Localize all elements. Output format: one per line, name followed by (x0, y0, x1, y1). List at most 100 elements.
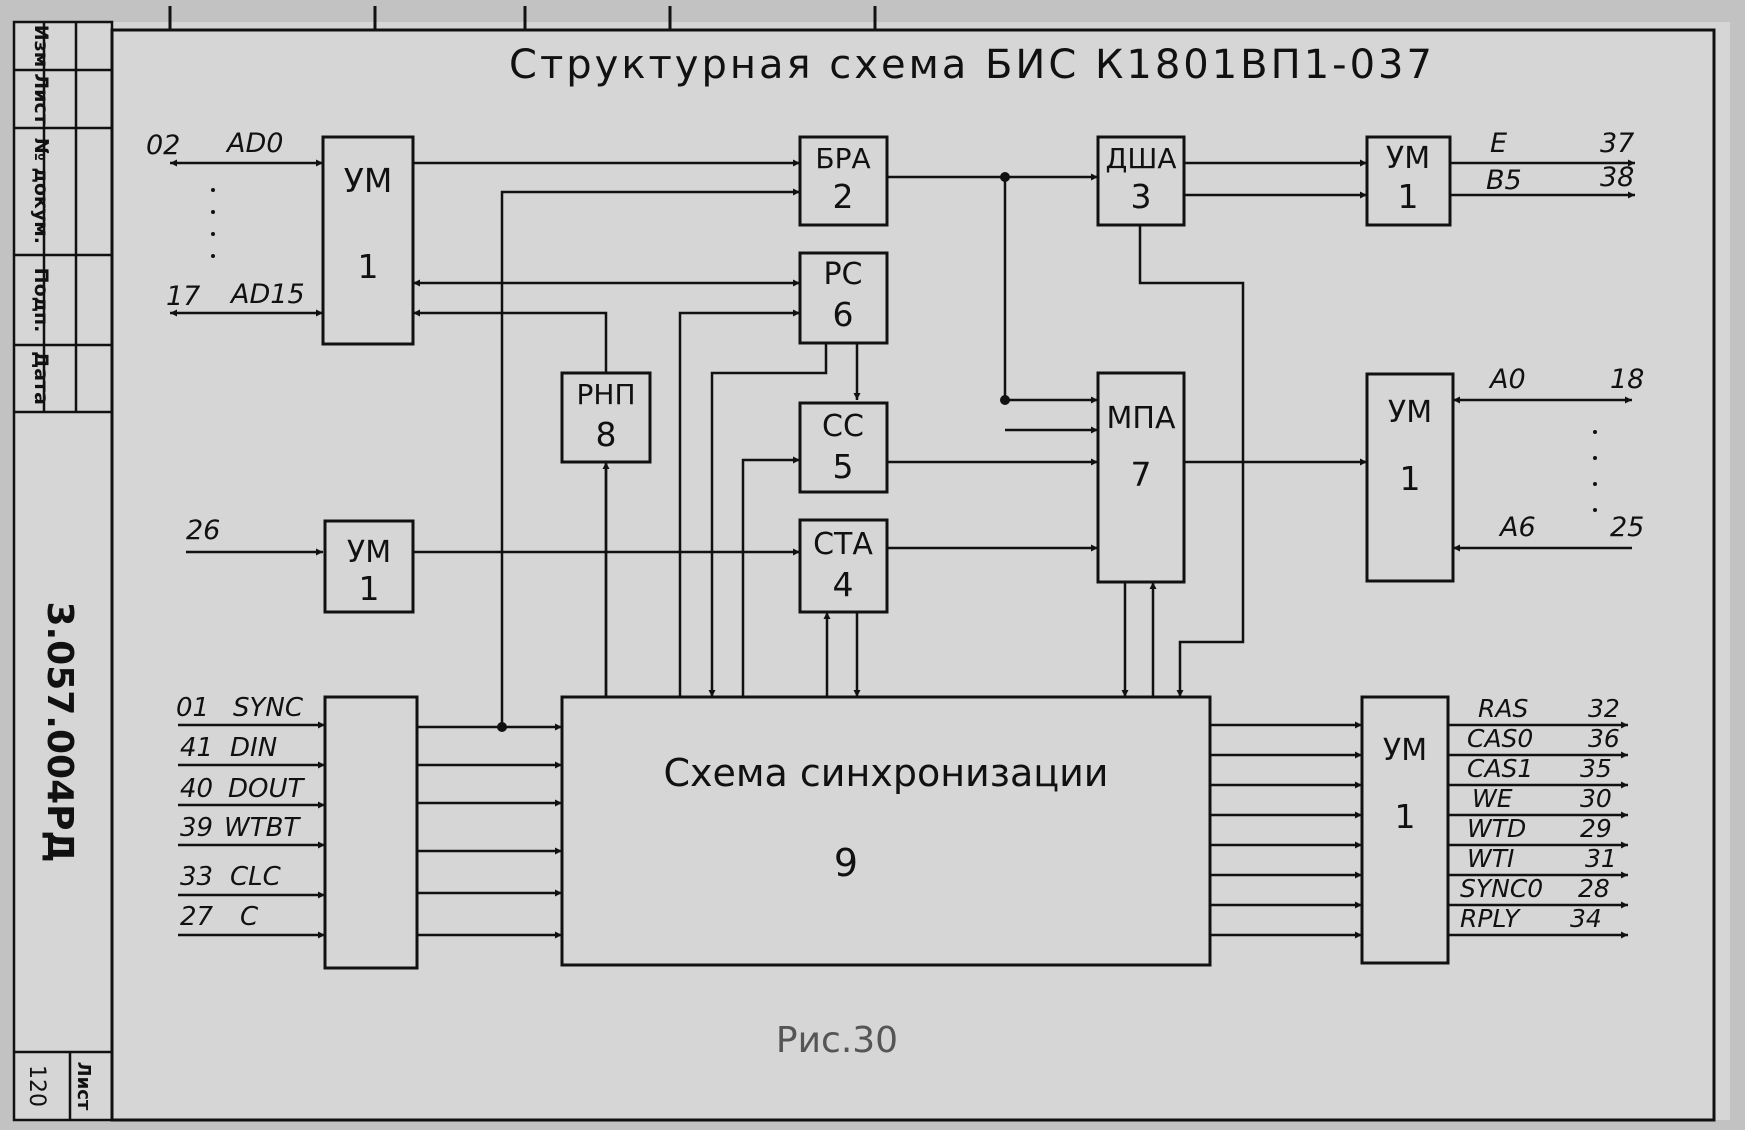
stamp-col-date: Дата (30, 351, 52, 405)
pin-37-label: 37 (1600, 128, 1634, 159)
signal-labels: 02 AD0 17 AD15 E 37 B5 38 A0 18 A6 25 26 (146, 128, 1644, 546)
ctrl-out-name: CAS0 (1467, 724, 1533, 753)
diagram-title: Структурная схема БИС К1801ВП1-037 (509, 42, 1435, 88)
ctrl-in-pin: 01 (176, 693, 209, 723)
pin-17-label: 17 (166, 281, 200, 312)
ctrl-in-name: C (240, 902, 259, 932)
ctrl-out-name: WTI (1467, 844, 1514, 873)
sync-name: Схема синхронизации (663, 751, 1108, 795)
block-bra (798, 135, 889, 227)
document-number: 3.057.004РД (39, 601, 80, 862)
mpa-name: МПА (1107, 401, 1176, 436)
ctrl-out-pin: 30 (1580, 784, 1612, 813)
title-stamp (12, 20, 114, 1122)
rnp-name: РНП (577, 378, 636, 411)
ctrl-out-pin: 28 (1578, 874, 1610, 903)
dsha-num: 3 (1131, 177, 1152, 216)
ad0-label: AD0 (225, 128, 283, 159)
block-sync (560, 695, 1212, 967)
ctrl-out-name: WE (1472, 784, 1513, 813)
blocks (321, 135, 1455, 970)
block-sta (798, 518, 889, 614)
rs-num: 6 (833, 295, 854, 334)
block-mpa (1096, 371, 1186, 584)
ad15-label: AD15 (229, 279, 305, 310)
um-a-num: 1 (1400, 459, 1421, 498)
ctrl-out-pin: 29 (1580, 814, 1612, 843)
dsha-name: ДША (1106, 142, 1177, 175)
stamp-col-list: Лист (30, 73, 52, 124)
ctrl-out-pin: 31 (1585, 844, 1617, 873)
pin-18-label: 18 (1610, 364, 1644, 395)
ctrl-in-pin: 33 (180, 862, 213, 892)
block-um-output (1360, 695, 1450, 965)
ctrl-out-pin: 35 (1580, 754, 1612, 783)
block-um-e (1365, 135, 1452, 227)
um-e-name: УМ (1386, 141, 1430, 176)
block-um-address (321, 135, 415, 346)
pin-02-label: 02 (146, 130, 180, 161)
pin-38-label: 38 (1600, 162, 1634, 193)
stamp-col-izm: Изм (30, 25, 52, 67)
ctrl-in-pin: 41 (180, 733, 213, 763)
ctrl-in-name: WTBT (224, 813, 301, 843)
mpa-num: 7 (1131, 455, 1152, 494)
a6-label: A6 (1498, 512, 1536, 543)
rs-name: РС (823, 257, 862, 292)
wires (170, 159, 1635, 939)
ctrl-in-name: SYNC (233, 693, 304, 723)
control-input-labels: 01 SYNC 41 DIN 40 DOUT 39 WTBT 33 CLC 27… (176, 693, 306, 932)
ctrl-out-name: RPLY (1460, 904, 1521, 933)
um-a-name: УМ (1388, 395, 1432, 430)
stamp-col-doc: № докум. (30, 138, 52, 244)
ctrl-in-pin: 27 (180, 902, 214, 932)
ctrl-out-pin: 36 (1588, 724, 1620, 753)
stamp-column-labels: Изм Лист № докум. Подп. Дата (30, 25, 52, 405)
um-e-num: 1 (1398, 177, 1419, 216)
ctrl-in-pin: 39 (180, 813, 213, 843)
sheet-label: Лист (73, 1062, 94, 1111)
um-output-num: 1 (1395, 797, 1416, 836)
ss-num: 5 (833, 447, 854, 486)
block-ss (798, 401, 889, 494)
um-output-name: УМ (1383, 733, 1427, 768)
ctrl-out-name: RAS (1478, 694, 1528, 723)
ctrl-out-name: SYNC0 (1460, 874, 1543, 903)
block-um-control (323, 695, 419, 970)
um-26-num: 1 (359, 569, 380, 608)
bra-num: 2 (833, 177, 854, 216)
sta-num: 4 (833, 565, 854, 604)
ctrl-out-name: CAS1 (1467, 754, 1533, 783)
ctrl-out-pin: 32 (1588, 694, 1620, 723)
junctions (211, 172, 1597, 732)
block-dsha (1096, 135, 1186, 227)
sheet-number: 120 (24, 1065, 49, 1107)
block-um-a (1365, 372, 1455, 583)
a0-label: A0 (1488, 364, 1526, 395)
e-label: E (1490, 128, 1507, 159)
bra-name: БРА (815, 142, 870, 175)
pin-25-label: 25 (1610, 512, 1644, 543)
block-rs (798, 251, 889, 345)
block-rnp (560, 371, 652, 464)
rnp-num: 8 (596, 415, 617, 454)
um-address-name: УМ (344, 161, 393, 200)
ctrl-in-name: DOUT (228, 774, 306, 804)
block-labels: УМ 1 БРА 2 ДША 3 УМ 1 РС 6 РНП 8 СС 5 МП… (344, 141, 1432, 885)
control-output-labels: RAS 32 CAS0 36 CAS1 35 WE 30 WTD 29 WTI … (1460, 694, 1620, 933)
ctrl-out-pin: 34 (1570, 904, 1602, 933)
sync-num: 9 (834, 841, 858, 885)
ctrl-in-name: CLC (230, 862, 282, 892)
figure-caption: Рис.30 (776, 1020, 898, 1061)
b5-label: B5 (1486, 165, 1522, 196)
um-26-name: УМ (347, 535, 391, 570)
um-address-num: 1 (358, 247, 379, 286)
ctrl-in-pin: 40 (180, 774, 213, 804)
stamp-col-podp: Подп. (30, 268, 52, 333)
sta-name: СТА (813, 527, 873, 562)
pin-26-label: 26 (186, 515, 220, 546)
ctrl-in-name: DIN (230, 733, 277, 763)
ss-name: СС (822, 409, 864, 444)
ctrl-out-name: WTD (1467, 814, 1526, 843)
